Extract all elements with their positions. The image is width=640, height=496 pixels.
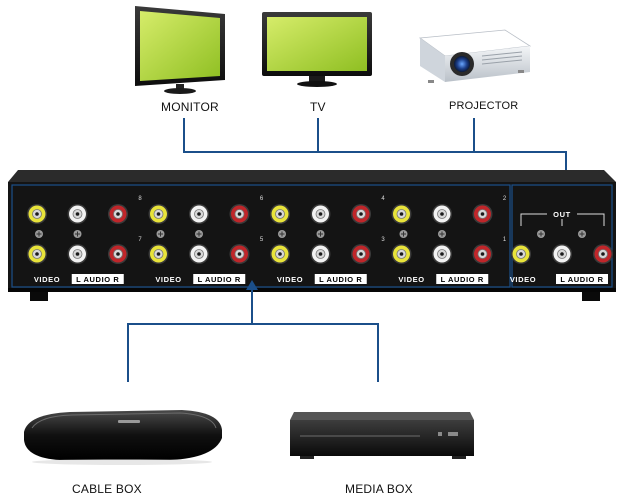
cable-box-label: CABLE BOX — [72, 482, 142, 496]
group-number-bottom: 5 — [260, 237, 264, 243]
screw — [73, 230, 82, 238]
video-label-out: VIDEO — [510, 275, 536, 284]
cable-box-icon — [24, 410, 222, 465]
screw — [316, 230, 325, 238]
audio-left-jack-in-top[interactable] — [310, 204, 331, 224]
input-arrow-icon — [246, 280, 258, 290]
tv-icon — [262, 12, 372, 87]
audio-label-out: L AUDIO R — [560, 275, 603, 284]
video-jack-in-bottom[interactable] — [270, 244, 290, 264]
audio-label: L AUDIO R — [319, 275, 362, 284]
audio-label: L AUDIO R — [198, 275, 241, 284]
video-jack-in-bottom[interactable] — [148, 244, 169, 264]
audio-left-jack-in-bottom[interactable] — [310, 244, 331, 264]
screw — [156, 230, 165, 238]
projector-icon — [418, 29, 532, 83]
monitor-icon — [135, 6, 225, 94]
screw — [195, 230, 203, 238]
group-number-bottom: 7 — [138, 237, 142, 243]
video-label: VIDEO — [34, 275, 60, 284]
screw — [278, 230, 286, 238]
video-jack-in-top[interactable] — [270, 204, 290, 224]
audio-left-jack-in-top[interactable] — [432, 204, 452, 224]
audio-label-box — [314, 274, 367, 284]
video-jack-in-top[interactable] — [391, 204, 412, 224]
out-label: OUT — [553, 210, 571, 219]
screw — [438, 230, 446, 238]
screw — [399, 230, 408, 238]
video-label: VIDEO — [277, 275, 303, 284]
video-jack-in-bottom[interactable] — [391, 244, 412, 264]
rca-jack-array — [27, 204, 613, 264]
audio-right-jack-in-top[interactable] — [351, 204, 371, 224]
audio-label: L AUDIO R — [76, 275, 119, 284]
audio-label-box — [193, 274, 246, 284]
audio-left-jack-in-bottom[interactable] — [189, 244, 209, 264]
group-number-top: 8 — [138, 196, 142, 202]
group-number-bottom: 3 — [381, 237, 385, 243]
projector-label: PROJECTOR — [449, 100, 519, 112]
group-numbers: 8 7 6 5 4 3 2 1 — [138, 196, 507, 243]
audio-right-jack-in-bottom[interactable] — [472, 244, 493, 264]
audio-right-jack-in-bottom[interactable] — [108, 244, 128, 264]
audio-left-jack-in-top[interactable] — [67, 204, 88, 224]
screw — [35, 230, 43, 238]
video-label: VIDEO — [398, 275, 424, 284]
audio-right-jack-in-top[interactable] — [229, 204, 250, 224]
audio-left-jack-in-bottom[interactable] — [67, 244, 88, 264]
input-connection-lines — [127, 288, 379, 382]
group-number-bottom: 1 — [503, 237, 507, 243]
video-jack-in-top[interactable] — [27, 204, 47, 224]
audio-left-jack-in-top[interactable] — [189, 204, 209, 224]
video-jack-in-top[interactable] — [148, 204, 169, 224]
video-jack-in-bottom[interactable] — [27, 244, 47, 264]
screw-array — [35, 230, 586, 238]
audio-right-jack-in-bottom[interactable] — [229, 244, 250, 264]
screw — [578, 230, 586, 238]
group-number-top: 6 — [260, 196, 264, 202]
audio-right-jack-in-bottom[interactable] — [351, 244, 371, 264]
screw — [537, 230, 545, 238]
audio-label: L AUDIO R — [441, 275, 484, 284]
video-jack-out[interactable] — [511, 244, 531, 264]
audio-right-jack-out[interactable] — [593, 244, 613, 264]
monitor-label: MONITOR — [161, 100, 219, 114]
audio-label-box — [71, 274, 124, 284]
group-number-top: 4 — [381, 196, 385, 202]
audio-right-jack-in-top[interactable] — [108, 204, 128, 224]
av-switch-box — [8, 170, 616, 301]
media-box-icon — [290, 412, 474, 459]
audio-left-jack-in-bottom[interactable] — [432, 244, 452, 264]
audio-label-box — [436, 274, 489, 284]
video-label: VIDEO — [155, 275, 181, 284]
tv-label: TV — [310, 100, 326, 114]
audio-right-jack-in-top[interactable] — [472, 204, 493, 224]
audio-left-jack-out[interactable] — [552, 244, 572, 264]
audio-label-box-out — [556, 274, 608, 284]
group-number-top: 2 — [503, 196, 507, 202]
media-box-label: MEDIA BOX — [345, 482, 413, 496]
port-labels: VIDEO L AUDIO R VIDEO L AUDIO R VIDEO L AUDIO… — [34, 274, 608, 284]
